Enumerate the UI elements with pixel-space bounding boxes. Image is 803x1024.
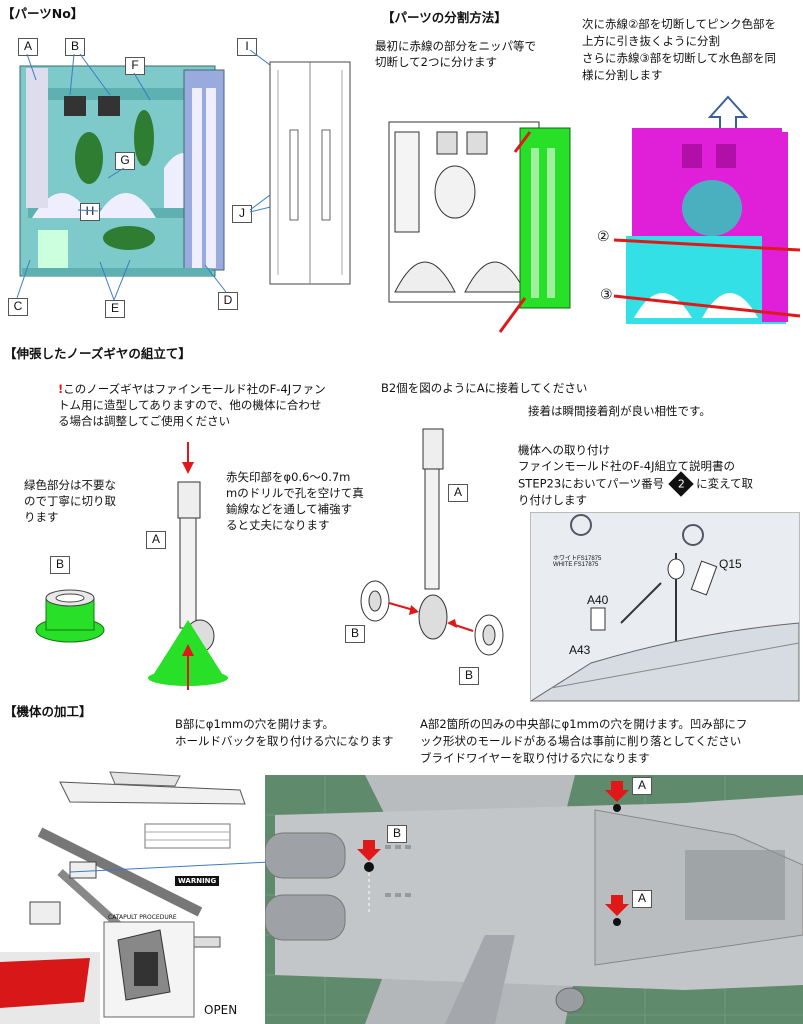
section-title-separation: 【パーツの分割方法】 bbox=[382, 10, 507, 25]
catapult-caption: CATAPULT PROCEDURE bbox=[108, 914, 177, 921]
instr-label-q15: Q15 bbox=[719, 557, 742, 571]
cut-mark-3: ③ bbox=[600, 287, 613, 303]
part-label-d: D bbox=[218, 292, 238, 310]
cut-mark-2: ② bbox=[597, 229, 610, 245]
separation-step2-line1: 次に赤線②部を切断してピンク色部を bbox=[582, 17, 776, 31]
photo-label-b: B bbox=[387, 825, 407, 843]
wheel-label-a: A bbox=[448, 484, 468, 502]
attach-note-line5: り付けします bbox=[518, 493, 587, 507]
separation-step2-line4: 様に分割します bbox=[582, 68, 663, 82]
photo-label-a-top: A bbox=[632, 777, 652, 795]
step-badge-icon: 2 bbox=[668, 471, 694, 497]
wheel-label-b-left: B bbox=[345, 625, 365, 643]
nose-gear-warning-line2: トム用に造型してありますので、他の機体に合わせ bbox=[58, 398, 322, 412]
nose-label-b-left: B bbox=[50, 556, 70, 574]
nose-gear-warning-line3: る場合は調整してご使用ください bbox=[58, 414, 231, 428]
part-label-g: G bbox=[115, 152, 135, 170]
instr-label-white: ホワイトFS17875 bbox=[553, 556, 602, 562]
nose-gear-wheels-drawing bbox=[360, 428, 504, 656]
drill-note-line4: ると丈夫になります bbox=[226, 518, 330, 532]
instr-label-white-en: WHITE FS17875 bbox=[553, 562, 599, 568]
drill-note-line3: 鍮線などを通して補強す bbox=[226, 502, 353, 516]
nose-gear-warning-line1: !このノーズギヤはファインモールド社のF-4Jファン bbox=[58, 382, 326, 396]
separation-step2-line2: 上方に引き抜くように分割 bbox=[582, 34, 720, 48]
fuselage-photo: B A A bbox=[265, 775, 803, 1024]
green-part-b-drawing bbox=[35, 589, 105, 643]
a-hole-note-line2: ック形状のモールドがある場合は事前に削り落としてください bbox=[420, 734, 742, 748]
a-hole-note-line3: ブライドワイヤーを取り付ける穴になります bbox=[420, 751, 650, 765]
green-part-note-line1: 緑色部分は不要な bbox=[24, 478, 116, 492]
part-leader-lines bbox=[16, 49, 321, 301]
nose-gear-strut-drawing bbox=[148, 442, 228, 690]
b2-attach-note: B2個を図のようにAに接着してください bbox=[381, 381, 588, 395]
separation-step1-line1: 最初に赤線の部分をニッパ等で bbox=[375, 39, 536, 53]
drill-note-line2: mのドリルで孔を空けて真 bbox=[226, 486, 364, 500]
separation-step1-line2: 切断して2つに分けます bbox=[375, 55, 497, 69]
part-label-j: J bbox=[232, 205, 252, 223]
green-part-note-line3: ります bbox=[24, 510, 59, 524]
warning-tag: WARNING bbox=[175, 876, 220, 886]
manual-scan-illustration: WARNING CATAPULT PROCEDURE OPEN bbox=[0, 762, 265, 1024]
warning-mark-icon: ! bbox=[58, 382, 64, 396]
photo-label-a-bottom: A bbox=[632, 890, 652, 908]
instruction-sheet-photo: Q15 A40 A43 ホワイトFS17875 WHITE FS17875 bbox=[530, 512, 800, 702]
back-plate-drawing bbox=[269, 61, 351, 285]
part-label-f: F bbox=[125, 57, 145, 75]
section-title-parts-no: 【パーツNo】 bbox=[2, 6, 84, 21]
glue-note: 接着は瞬間接着剤が良い相性です。 bbox=[528, 404, 711, 418]
part-label-c: C bbox=[8, 298, 28, 316]
instr-label-a43: A43 bbox=[569, 643, 591, 657]
wheel-label-b-right: B bbox=[459, 667, 479, 685]
a-hole-note-line1: A部2箇所の凹みの中央部にφ1mmの穴を開けます。凹み部にフ bbox=[420, 717, 748, 731]
part-label-e: E bbox=[105, 300, 125, 318]
b-hole-note-line2: ホールドバックを取り付ける穴になります bbox=[175, 734, 394, 748]
attach-note-line2: ファインモールド社のF-4J組立て説明書の bbox=[518, 459, 735, 473]
green-part-note-line2: ので丁寧に切り取 bbox=[24, 494, 116, 508]
b-hole-note-line1: B部にφ1mmの穴を開けます。 bbox=[175, 717, 335, 731]
drill-note-line1: 赤矢印部をφ0.6〜0.7m bbox=[226, 470, 351, 484]
attach-note-line1: 機体への取り付け bbox=[518, 443, 610, 457]
color-split-tree-drawing bbox=[613, 128, 801, 324]
part-label-b: B bbox=[65, 38, 85, 56]
instr-label-a40: A40 bbox=[587, 593, 609, 607]
section-title-nose-gear: 【伸張したノーズギヤの組立て】 bbox=[4, 346, 191, 361]
separation-tree-drawing bbox=[388, 121, 571, 333]
section-title-fuselage: 【機体の加工】 bbox=[4, 704, 92, 719]
separation-step2-line3: さらに赤線③部を切断して水色部を同 bbox=[582, 51, 776, 65]
nose-label-a: A bbox=[146, 531, 166, 549]
open-label: OPEN bbox=[204, 1003, 238, 1017]
part-tree-illustration bbox=[19, 65, 225, 277]
